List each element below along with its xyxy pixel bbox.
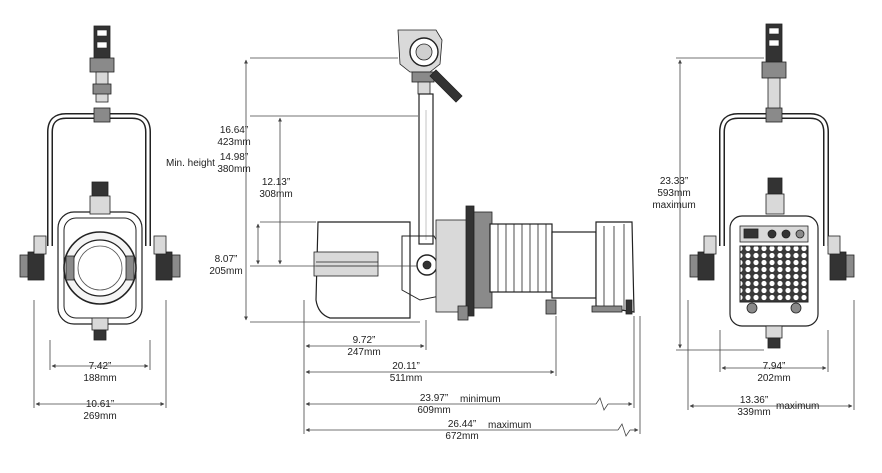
front-knob-left — [19, 235, 47, 281]
rear-view: 23.33” 593mm maximum 7.94” 202mm 13.36” … — [652, 23, 855, 418]
front-overall-in: 10.61” — [86, 399, 114, 410]
side-h2-in: 14.98” — [220, 152, 248, 163]
side-l2-in: 20.11” — [392, 361, 420, 372]
side-l4-mm: 672mm — [445, 431, 478, 442]
side-h4-mm: 205mm — [209, 266, 242, 277]
side-l3-mm: 609mm — [417, 405, 450, 416]
side-h2-mm: 380mm — [217, 164, 250, 175]
rear-overall-in: 13.36” — [740, 395, 768, 406]
side-l2-mm: 511mm — [390, 373, 423, 384]
side-l3-in: 23.97” — [420, 393, 448, 404]
side-l4-in: 26.44” — [448, 419, 476, 430]
rear-height-in: 23.33” — [660, 176, 688, 187]
front-width-mm: 188mm — [83, 373, 116, 384]
side-h1-in: 16.64” — [220, 125, 248, 136]
side-h1-mm: 423mm — [217, 137, 250, 148]
side-h3-mm: 308mm — [259, 189, 292, 200]
side-h3-in: 12.13” — [262, 177, 290, 188]
front-overall-mm: 269mm — [83, 411, 116, 422]
rear-height-mm: 593mm — [657, 188, 690, 199]
rear-overall-mm: 339mm — [737, 407, 770, 418]
side-clamp — [397, 29, 463, 103]
front-view: 7.42” 188mm 10.61” 269mm — [19, 25, 181, 422]
side-l3-note: minimum — [460, 394, 501, 405]
rear-height-note: maximum — [652, 200, 695, 211]
front-width-in: 7.42” — [89, 361, 112, 372]
front-knob-right — [153, 235, 181, 281]
front-clamp — [89, 25, 115, 103]
side-l1-mm: 247mm — [347, 347, 380, 358]
rear-width-mm: 202mm — [757, 373, 790, 384]
side-l4-note: maximum — [488, 420, 531, 431]
side-view: 16.64” 423mm Min. height 14.98” 380mm 12… — [166, 29, 641, 442]
rear-width-in: 7.94” — [763, 361, 786, 372]
side-l1-in: 9.72” — [353, 335, 376, 346]
rear-clamp — [761, 23, 787, 115]
side-h4-in: 8.07” — [215, 254, 238, 265]
rear-overall-note: maximum — [776, 401, 819, 412]
min-height-label: Min. height — [166, 158, 215, 169]
